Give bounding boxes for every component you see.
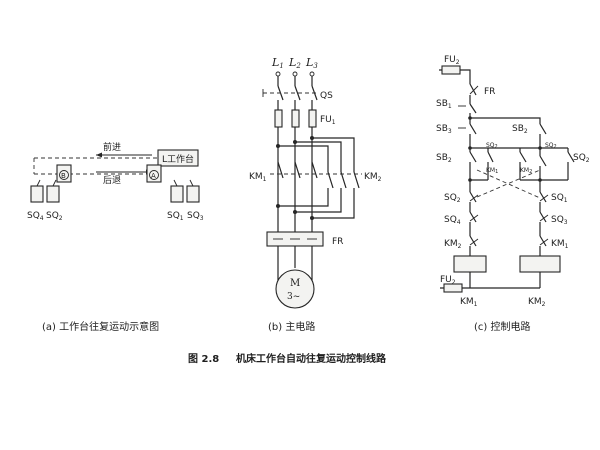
qs-isolator xyxy=(262,85,318,110)
ctrl-sq3-label: SQ3 xyxy=(551,215,568,226)
fu1-fuses xyxy=(274,109,317,128)
caption-a: (a) 工作台往复运动示意图 xyxy=(42,320,159,333)
fu2-top-label: FU2 xyxy=(444,55,460,66)
km2-main-contacts xyxy=(327,171,360,189)
backward-label: 后退 xyxy=(103,175,121,186)
sq1-label: SQ1 xyxy=(167,211,184,222)
fu2-bottom-fuse xyxy=(443,283,463,293)
figure-number: 图 2.8 xyxy=(188,353,219,365)
fr-main-label: FR xyxy=(332,237,343,247)
sb3-label: SB3 xyxy=(436,124,452,135)
fr-ctrl-label: FR xyxy=(484,87,495,97)
coil-km1 xyxy=(453,255,487,273)
coil-km1-label: KM1 xyxy=(460,297,478,308)
km-small-1-label: KM1 xyxy=(486,167,498,175)
motor-phase-label: 3~ xyxy=(287,292,300,302)
phase-l1-label: L1 xyxy=(271,56,284,70)
ctrl-km1-label: KM1 xyxy=(551,239,569,250)
coil-km2-label: KM2 xyxy=(528,297,546,308)
km1-main-contacts xyxy=(277,161,318,179)
phase-l3-label: L3 xyxy=(305,56,318,70)
coil-km2 xyxy=(519,255,561,273)
worktable-schematic: L工作台 前进 后退 B A SQ4 xyxy=(27,141,204,222)
caption-b: (b) 主电路 xyxy=(268,320,315,333)
ctrl-km2-label: KM2 xyxy=(444,239,462,250)
limit-switches-left xyxy=(30,179,60,203)
ctrl-sq4-label: SQ4 xyxy=(444,215,461,226)
control-circuit: FU2 FR SB1 SB3 SB2 xyxy=(436,55,590,308)
sq2-right-label: SQ2 xyxy=(545,142,557,150)
km-small-2-label: KM2 xyxy=(520,167,532,175)
main-circuit: L1 L2 L3 QS xyxy=(249,56,382,309)
sb2-label: SB2 xyxy=(512,124,528,135)
motor-label: M xyxy=(290,278,300,289)
limit-switches-right xyxy=(170,179,200,203)
motor xyxy=(275,269,315,309)
sq3-label: SQ3 xyxy=(187,211,204,222)
worktable-label: L工作台 xyxy=(162,153,194,165)
figure-title: 机床工作台自动往复运动控制线路 xyxy=(236,352,387,365)
fu2-top-fuse xyxy=(441,65,461,75)
fu1-label: FU1 xyxy=(320,115,336,126)
stop-b-label: B xyxy=(61,172,66,180)
sb1-label: SB1 xyxy=(436,99,452,110)
km2-main-label: KM2 xyxy=(364,172,382,183)
sb2b-label: SB2 xyxy=(436,153,452,164)
ctrl-sq1-label: SQ1 xyxy=(551,193,568,204)
stop-a-label: A xyxy=(151,172,156,180)
fu2-bottom-label: FU2 xyxy=(440,275,456,286)
forward-label: 前进 xyxy=(103,141,121,153)
phase-l2-label: L2 xyxy=(288,56,301,70)
sq2-small-label: SQ2 xyxy=(486,142,498,150)
ctrl-sq2-left-label: SQ2 xyxy=(444,193,461,204)
sq4-label: SQ4 xyxy=(27,211,44,222)
km1-main-label: KM1 xyxy=(249,172,267,183)
qs-label: QS xyxy=(320,91,333,101)
sq2-label: SQ2 xyxy=(46,211,63,222)
caption-c: (c) 控制电路 xyxy=(474,320,530,333)
worktable xyxy=(157,149,199,167)
ctrl-sq2-label: SQ2 xyxy=(573,153,590,164)
